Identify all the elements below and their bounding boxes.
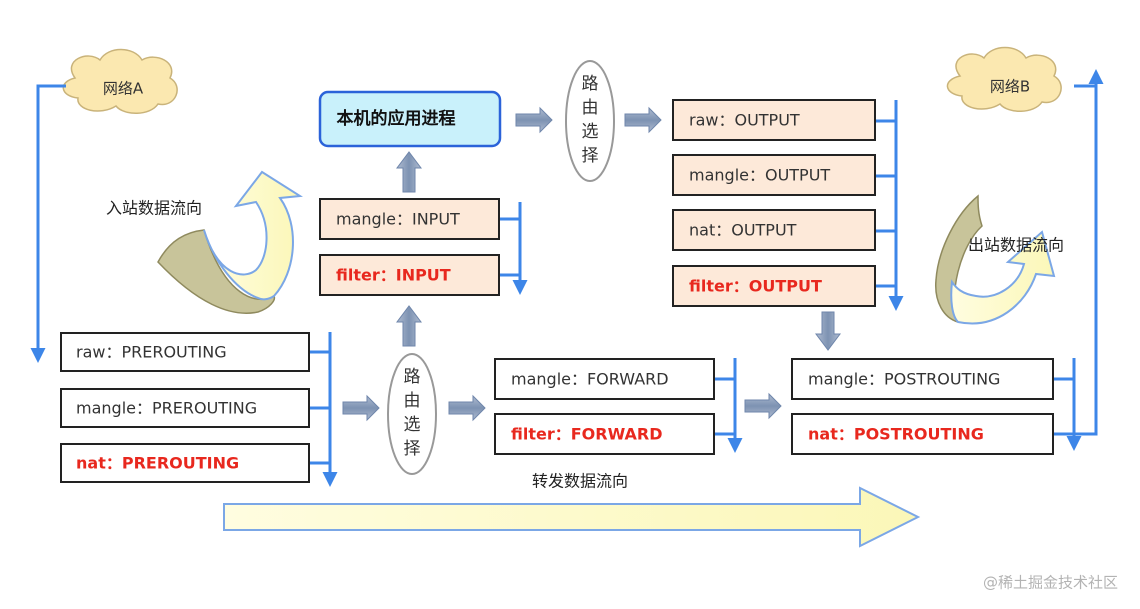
mangle-forward-label: mangle：FORWARD [511,370,669,389]
network-a-cloud: 网络A [62,48,178,114]
outbound-flow-label: 出站数据流向 [968,236,1064,255]
filter-forward-label: filter：FORWARD [511,425,663,444]
raw-output-label: raw：OUTPUT [689,111,800,130]
filter-input-label: filter：INPUT [336,266,451,285]
network-b-cloud: 网络B [946,46,1062,112]
nat-output-label: nat：OUTPUT [689,221,797,240]
mangle-input-label: mangle：INPUT [336,210,460,229]
input-chain: mangle：INPUT filter：INPUT [319,198,500,296]
app-process-label: 本机的应用进程 [337,108,456,129]
mangle-output-label: mangle：OUTPUT [689,166,830,185]
prerouting-chain: raw：PREROUTING mangle：PREROUTING nat：PRE… [60,332,310,483]
input-to-app-arrow [396,151,422,193]
routing-decision-top: 路 由 选 择 [565,60,615,182]
block-arrows [342,106,841,422]
forward-flow-arrow [223,486,921,548]
network-b-outbound-line [1074,69,1104,436]
routing-to-input-arrow [396,305,422,347]
routing-to-output-arrow [624,106,662,134]
outbound-curved-arrow [935,194,1056,325]
mangle-postrouting-label: mangle：POSTROUTING [808,370,1000,389]
nat-prerouting-label: nat：PREROUTING [76,454,239,473]
forward-to-postrouting-arrow [744,392,782,420]
routing-middle-char: 由 [404,391,421,411]
app-process-box: 本机的应用进程 [318,90,502,148]
network-b-label: 网络B [990,78,1030,96]
nat-postrouting-label: nat：POSTROUTING [808,425,984,444]
inbound-flow-label: 入站数据流向 [106,199,202,218]
forward-chain: mangle：FORWARD filter：FORWARD [494,358,715,455]
routing-top-char: 路 [582,74,599,94]
routing-middle-char: 路 [404,367,421,387]
routing-decision-middle: 路 由 选 择 [387,353,437,475]
postrouting-chain: mangle：POSTROUTING nat：POSTROUTING [791,358,1054,455]
raw-prerouting-label: raw：PREROUTING [76,343,227,362]
app-to-routing-arrow [515,106,553,134]
mangle-prerouting-label: mangle：PREROUTING [76,399,257,418]
output-to-postrouting-arrow [815,311,841,351]
connector-lines [30,69,1104,487]
routing-to-forward-arrow [448,394,486,422]
forward-flow-label: 转发数据流向 [532,472,628,491]
inbound-curved-arrow [157,170,303,314]
routing-top-char: 由 [582,98,599,118]
routing-top-char: 选 [582,122,599,142]
routing-top-char: 择 [582,146,599,166]
routing-middle-char: 选 [404,415,421,435]
watermark: @稀土掘金技术社区 [983,574,1118,592]
network-a-label: 网络A [103,80,144,98]
network-a-inbound-line [30,84,66,363]
prerouting-to-routing-arrow [342,394,380,422]
routing-middle-char: 择 [404,439,421,459]
filter-output-label: filter：OUTPUT [689,277,822,296]
output-chain: raw：OUTPUT mangle：OUTPUT nat：OUTPUT filt… [672,99,876,307]
